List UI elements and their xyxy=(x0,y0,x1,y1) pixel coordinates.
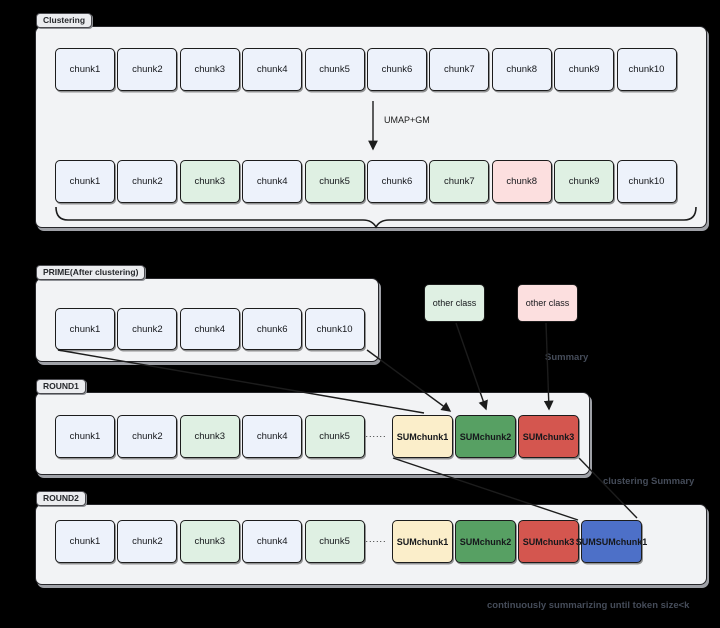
chunk-box-chunk3: chunk3 xyxy=(179,520,240,563)
chunk-box-chunk6: chunk6 xyxy=(366,48,427,91)
chunk-box-chunk2: chunk2 xyxy=(117,308,178,350)
chunk-box-chunk8: chunk8 xyxy=(491,48,552,91)
chunk-box-chunk5: chunk5 xyxy=(304,415,365,458)
chunk-box-chunk9: chunk9 xyxy=(554,48,615,91)
chunk-box-chunk10: chunk10 xyxy=(616,160,677,203)
chunk-box-chunk1: chunk1 xyxy=(55,520,115,563)
chunk-box-chunk1: chunk1 xyxy=(55,48,115,91)
chunk-box-sumchunk2: SUMchunk2 xyxy=(455,520,516,563)
round2-tab-label: ROUND2 xyxy=(36,491,86,506)
chunk-box-chunk3: chunk3 xyxy=(179,48,240,91)
chunk-box-sumchunk2: SUMchunk2 xyxy=(455,415,516,458)
chunk-box-chunk5: chunk5 xyxy=(304,520,365,563)
chunk-box-chunk6: chunk6 xyxy=(242,308,303,350)
clustering-tab-label: Clustering xyxy=(36,13,93,28)
chunk-box-chunk2: chunk2 xyxy=(117,520,178,563)
chunk-box-chunk2: chunk2 xyxy=(117,160,178,203)
chunk-box-chunk7: chunk7 xyxy=(429,48,490,91)
other-class-green-box: other class xyxy=(424,284,485,322)
chunk-box-chunk1: chunk1 xyxy=(55,415,115,458)
chunk-box-chunk1: chunk1 xyxy=(55,308,115,350)
chunk-box-chunk3: chunk3 xyxy=(179,415,240,458)
chunk-box-chunk5: chunk5 xyxy=(304,160,365,203)
chunk-box-chunk10: chunk10 xyxy=(304,308,365,350)
chunk-box-chunk7: chunk7 xyxy=(429,160,490,203)
chunk-box-chunk8: chunk8 xyxy=(491,160,552,203)
chunk-box-sumchunk3: SUMchunk3 xyxy=(518,415,579,458)
clustering-summary-caption: clustering Summary xyxy=(603,476,695,487)
prime-tab-label: PRIME(After clustering) xyxy=(36,265,146,280)
chunk-box-chunk2: chunk2 xyxy=(117,415,178,458)
umap-gm-label: UMAP+GM xyxy=(384,115,430,125)
chunk-box-sumchunk1: SUMchunk1 xyxy=(392,520,453,563)
chunk-box-sumsumchunk1: SUMSUMchunk1 xyxy=(576,520,647,563)
bottom-note-caption: continuously summarizing until token siz… xyxy=(487,600,690,611)
chunk-box-chunk10: chunk10 xyxy=(616,48,677,91)
chunk-box-chunk3: chunk3 xyxy=(179,160,240,203)
other-class-pink-box: other class xyxy=(517,284,578,322)
round1-tab-label: ROUND1 xyxy=(36,379,86,394)
chunk-box-chunk5: chunk5 xyxy=(304,48,365,91)
chunk-box-chunk4: chunk4 xyxy=(179,308,240,350)
round1-ellipsis: ...... xyxy=(365,429,387,439)
chunk-box-chunk2: chunk2 xyxy=(117,48,178,91)
chunk-box-sumchunk1: SUMchunk1 xyxy=(392,415,453,458)
chunk-box-chunk4: chunk4 xyxy=(242,520,303,563)
chunk-box-chunk1: chunk1 xyxy=(55,160,115,203)
chunk-box-chunk9: chunk9 xyxy=(554,160,615,203)
chunk-box-chunk4: chunk4 xyxy=(242,160,303,203)
chunk-box-chunk6: chunk6 xyxy=(366,160,427,203)
summary-caption: Summary xyxy=(545,352,589,363)
chunk-box-chunk4: chunk4 xyxy=(242,415,303,458)
chunk-box-sumchunk3: SUMchunk3 xyxy=(518,520,579,563)
chunk-box-chunk4: chunk4 xyxy=(242,48,303,91)
round2-ellipsis: ...... xyxy=(365,534,387,544)
